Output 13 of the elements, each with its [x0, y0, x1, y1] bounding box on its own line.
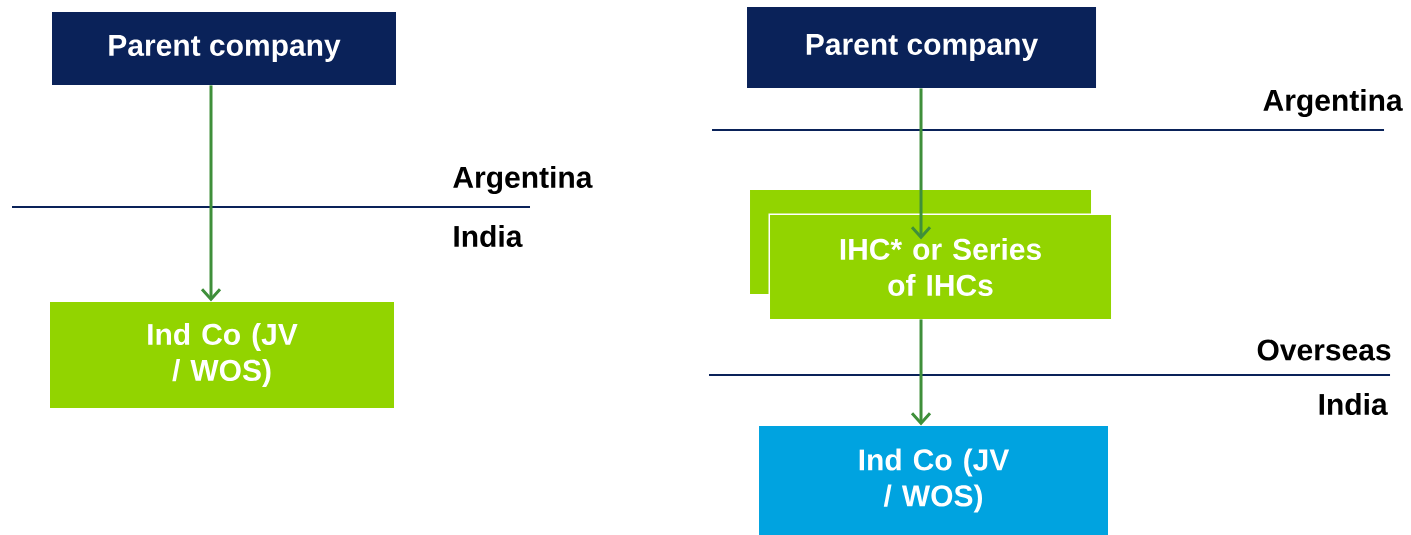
region-label: India — [454, 225, 523, 247]
stacked-company-box: IHC* or Series of IHCs — [750, 190, 1113, 321]
region-label: Overseas — [1257, 339, 1391, 361]
region-label: India — [1319, 393, 1388, 415]
company-box: Parent company — [52, 12, 396, 85]
arrow — [200, 85, 222, 302]
region-label: Argentina — [1263, 88, 1403, 118]
arrow — [910, 319, 932, 426]
company-box: Ind Co (JV / WOS) — [759, 426, 1108, 535]
arrow — [910, 88, 932, 240]
region-label: Argentina — [453, 165, 593, 195]
company-box: Parent company — [747, 7, 1096, 88]
company-box: Ind Co (JV / WOS) — [50, 302, 394, 408]
